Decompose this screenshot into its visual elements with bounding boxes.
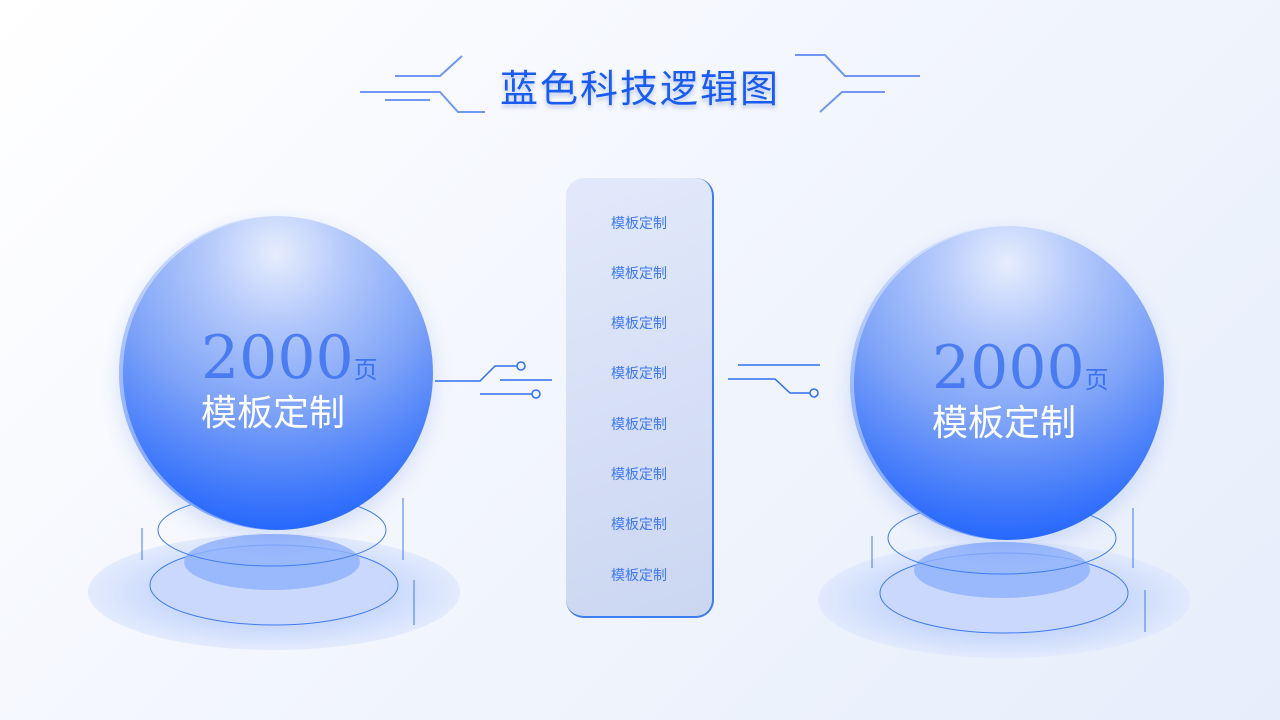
left-connector (435, 361, 552, 399)
left-label: 模板定制 (201, 393, 346, 434)
left-platform (88, 493, 460, 650)
left-number: 2000 (201, 323, 354, 393)
panel-item: 模板定制 (611, 266, 667, 282)
right-sphere: 2000页 模板定制 (850, 226, 1164, 540)
panel-item: 模板定制 (611, 216, 667, 232)
panel-item: 模板定制 (611, 467, 667, 483)
title-left-lines (360, 55, 485, 113)
left-stat: 2000页 (201, 328, 378, 388)
panel-item: 模板定制 (611, 568, 667, 584)
panel-item: 模板定制 (611, 366, 667, 382)
right-label: 模板定制 (932, 403, 1077, 444)
title-right-lines (795, 54, 920, 113)
right-number: 2000 (932, 333, 1085, 403)
right-connector (728, 364, 820, 398)
panel-item: 模板定制 (611, 417, 667, 433)
panel-item: 模板定制 (611, 517, 667, 533)
right-unit: 页 (1084, 366, 1109, 394)
page-title: 蓝色科技逻辑图 (499, 67, 780, 111)
left-unit: 页 (353, 356, 378, 384)
left-sphere: 2000页 模板定制 (119, 216, 433, 530)
center-panel: 模板定制 模板定制 模板定制 模板定制 模板定制 模板定制 模板定制 模板定制 (566, 178, 714, 618)
right-stat: 2000页 (932, 338, 1109, 398)
panel-item: 模板定制 (611, 316, 667, 332)
